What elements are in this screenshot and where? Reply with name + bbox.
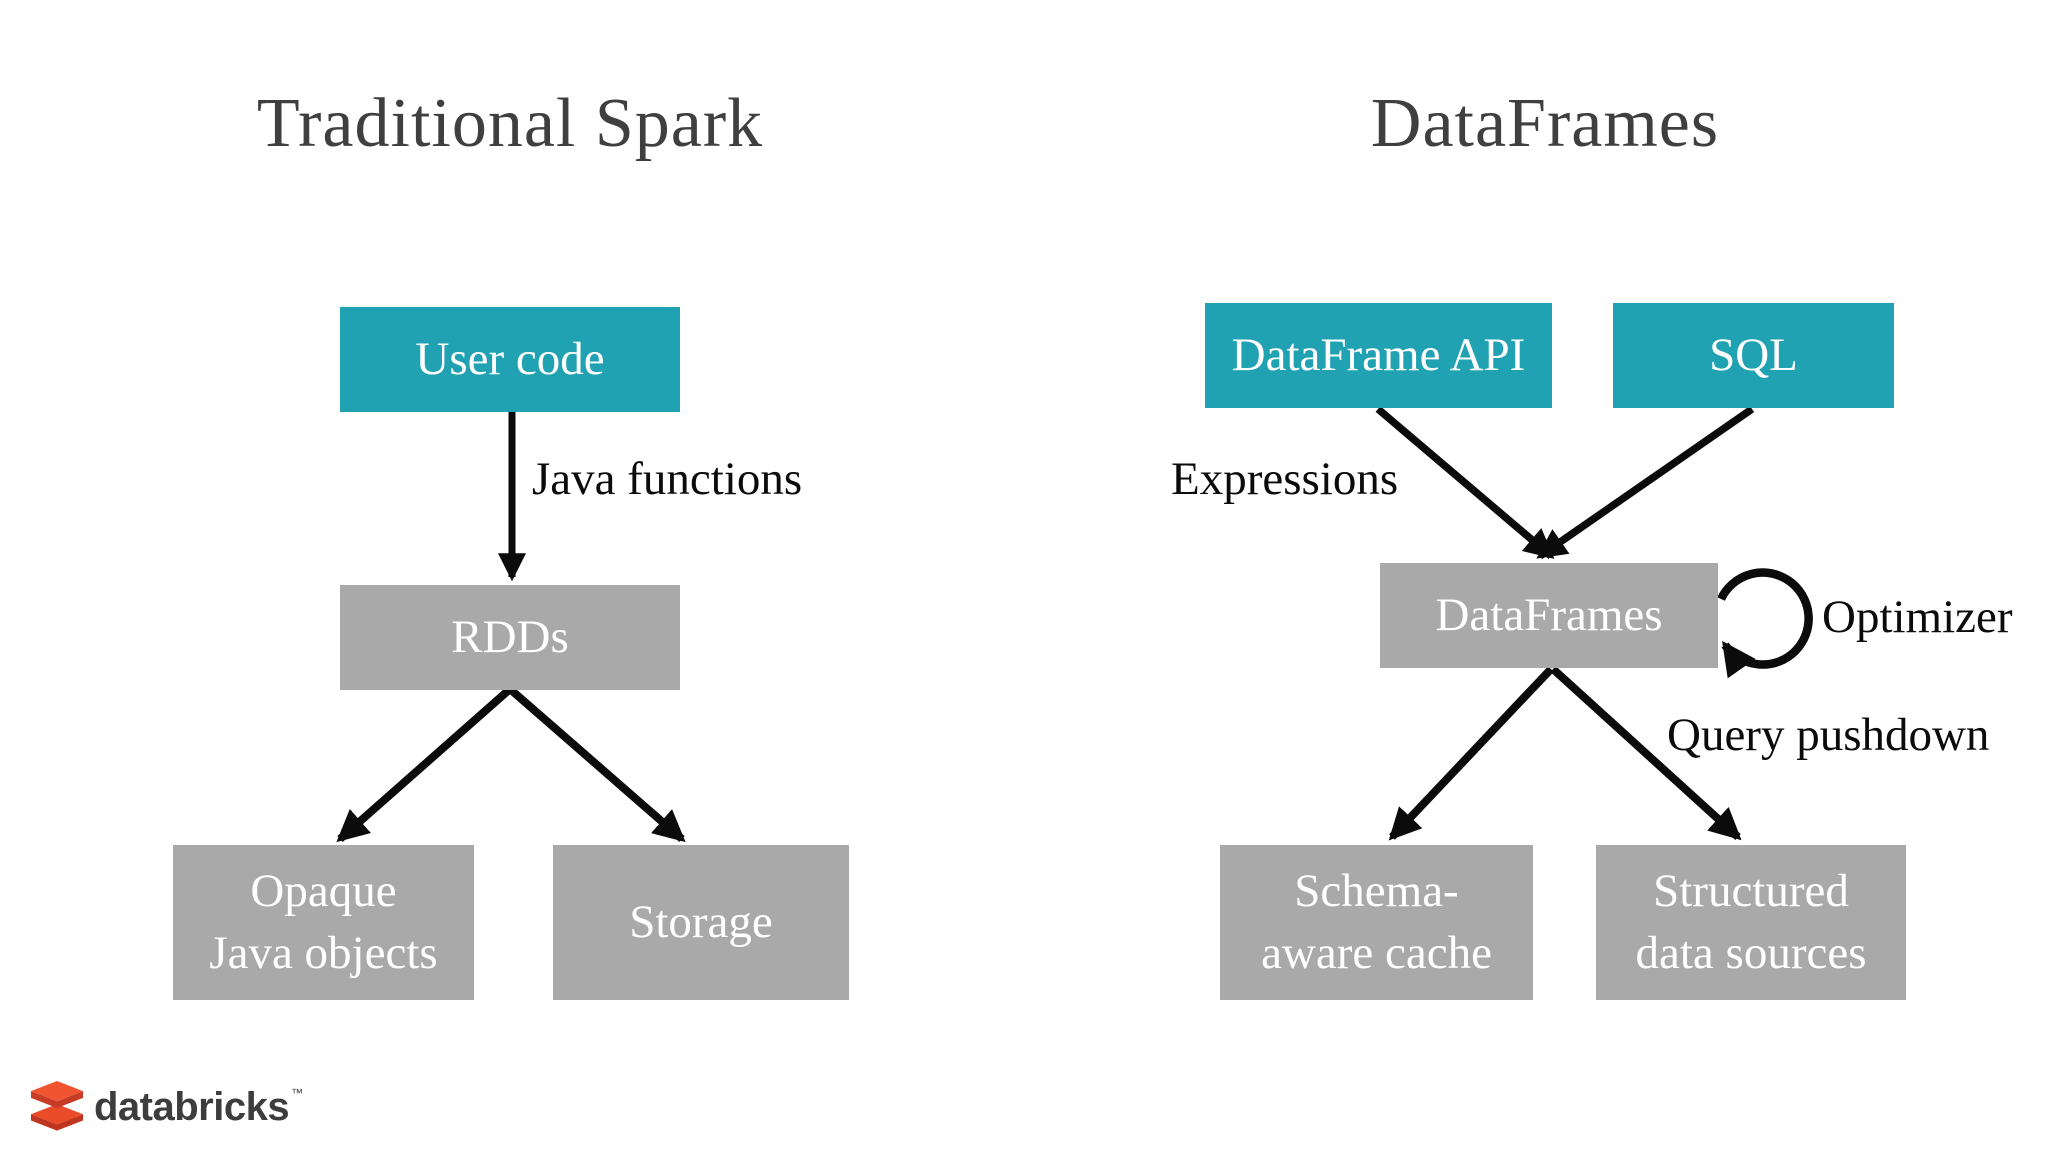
edge-label-query-pushdown: Query pushdown (1667, 709, 1990, 761)
arrow-rdds-to-opaque (336, 686, 513, 843)
arrow-rdds-to-storage (507, 685, 686, 843)
node-storage: Storage (553, 845, 849, 1000)
node-structured-data-sources: Structured data sources (1596, 845, 1906, 1000)
arrow-optimizer-loop (1717, 568, 1813, 679)
edge-label-java-functions: Java functions (532, 453, 803, 505)
node-schema-aware-cache: Schema- aware cache (1220, 845, 1533, 1000)
databricks-logo: databricks ™ (28, 1080, 303, 1134)
databricks-logo-text: databricks (94, 1085, 290, 1129)
node-rdds: RDDs (340, 585, 680, 690)
node-user-code: User code (340, 307, 680, 412)
node-dataframe-api: DataFrame API (1205, 303, 1552, 408)
databricks-bricks-icon (30, 1080, 84, 1131)
arrow-dataframes-to-cache (1388, 666, 1554, 841)
left-column-title: Traditional Spark (256, 85, 764, 162)
arrow-dfapi-to-dataframes (1375, 406, 1555, 559)
node-opaque-java-objects: Opaque Java objects (173, 845, 474, 1000)
edge-label-expressions: Expressions (1171, 453, 1399, 505)
node-sql: SQL (1613, 303, 1894, 408)
edge-label-optimizer: Optimizer (1822, 591, 2013, 643)
right-column-title: DataFrames (1370, 85, 1720, 162)
arrow-dataframes-to-sources (1550, 666, 1742, 841)
databricks-trademark: ™ (291, 1086, 304, 1100)
arrow-sql-to-dataframes (1536, 405, 1755, 560)
node-dataframes: DataFrames (1380, 563, 1718, 668)
